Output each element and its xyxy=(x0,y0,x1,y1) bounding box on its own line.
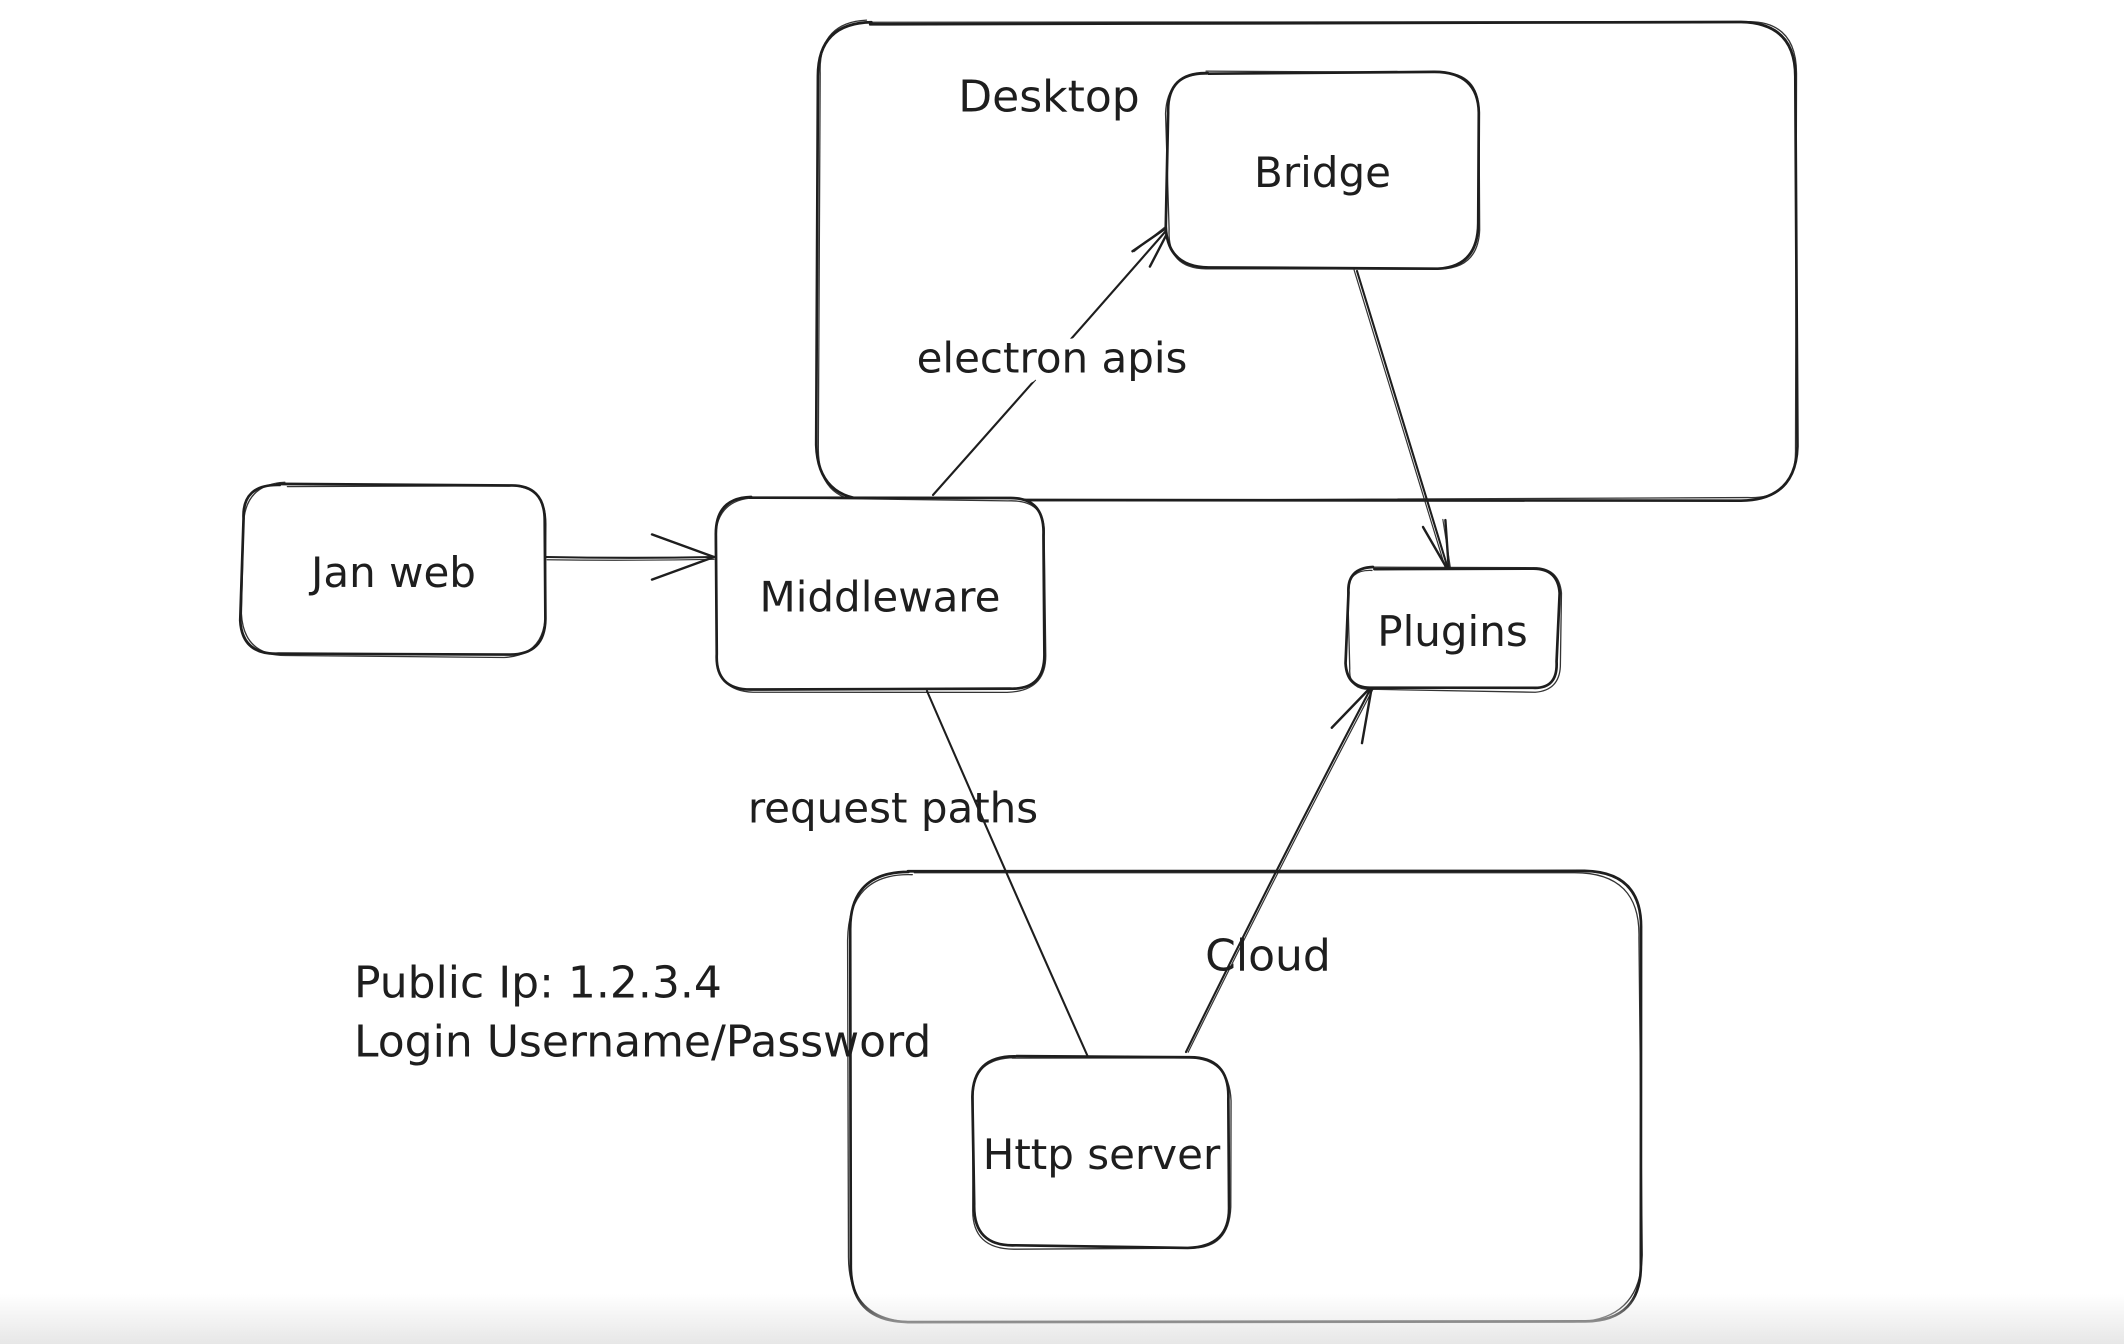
node-jan-web-outline-sketch xyxy=(240,481,547,659)
container-label-desktop[interactable]: Desktop xyxy=(958,72,1139,123)
node-middleware-outline-sketch xyxy=(714,496,1047,693)
arrowhead-bridge-to-plugins xyxy=(1421,525,1451,574)
node-middleware[interactable]: Middleware xyxy=(714,495,1047,693)
node-bridge[interactable]: Bridge xyxy=(1164,70,1481,271)
edge-http-server-to-plugins[interactable] xyxy=(1184,684,1375,1054)
edge-label-middleware-to-bridge-text[interactable]: electron apis xyxy=(906,323,1199,394)
canvas-bottom-fade xyxy=(0,1294,2124,1344)
container-desktop[interactable]: Desktop xyxy=(814,19,1799,503)
note-credentials-note-line-1[interactable]: Public Ip: 1.2.3.4 xyxy=(354,958,722,1009)
edge-label-middleware-to-http-server[interactable]: request paths xyxy=(748,784,1038,833)
node-label-middleware: Middleware xyxy=(759,573,1000,622)
edge-middleware-to-http-server[interactable] xyxy=(925,689,1090,1059)
node-plugins[interactable]: Plugins xyxy=(1344,565,1563,693)
node-label-jan-web: Jan web xyxy=(308,548,476,597)
node-http-server[interactable]: Http server xyxy=(971,1054,1232,1250)
edge-label-middleware-to-bridge[interactable]: electron apis xyxy=(906,323,1199,394)
edge-label-middleware-text[interactable]: request paths xyxy=(748,784,1038,833)
node-bridge-outline-sketch xyxy=(1164,70,1481,270)
note-credentials-note-line-2[interactable]: Login Username/Password xyxy=(354,1017,931,1068)
node-label-plugins: Plugins xyxy=(1377,607,1527,656)
container-desktop-outline-sketch xyxy=(817,19,1798,503)
node-plugins-outline-sketch xyxy=(1347,566,1563,693)
edge-bridge-to-plugins[interactable] xyxy=(1353,269,1452,574)
node-jan-web[interactable]: Jan web xyxy=(238,481,547,659)
arrowhead-http-server-to-plugins xyxy=(1360,684,1374,745)
edge-jan-web-to-middleware[interactable] xyxy=(544,533,716,581)
node-label-http-server: Http server xyxy=(983,1130,1221,1179)
node-http-server-outline-sketch xyxy=(972,1057,1232,1250)
arrowhead-jan-web-to-middleware xyxy=(650,555,716,581)
node-label-bridge: Bridge xyxy=(1254,148,1391,197)
